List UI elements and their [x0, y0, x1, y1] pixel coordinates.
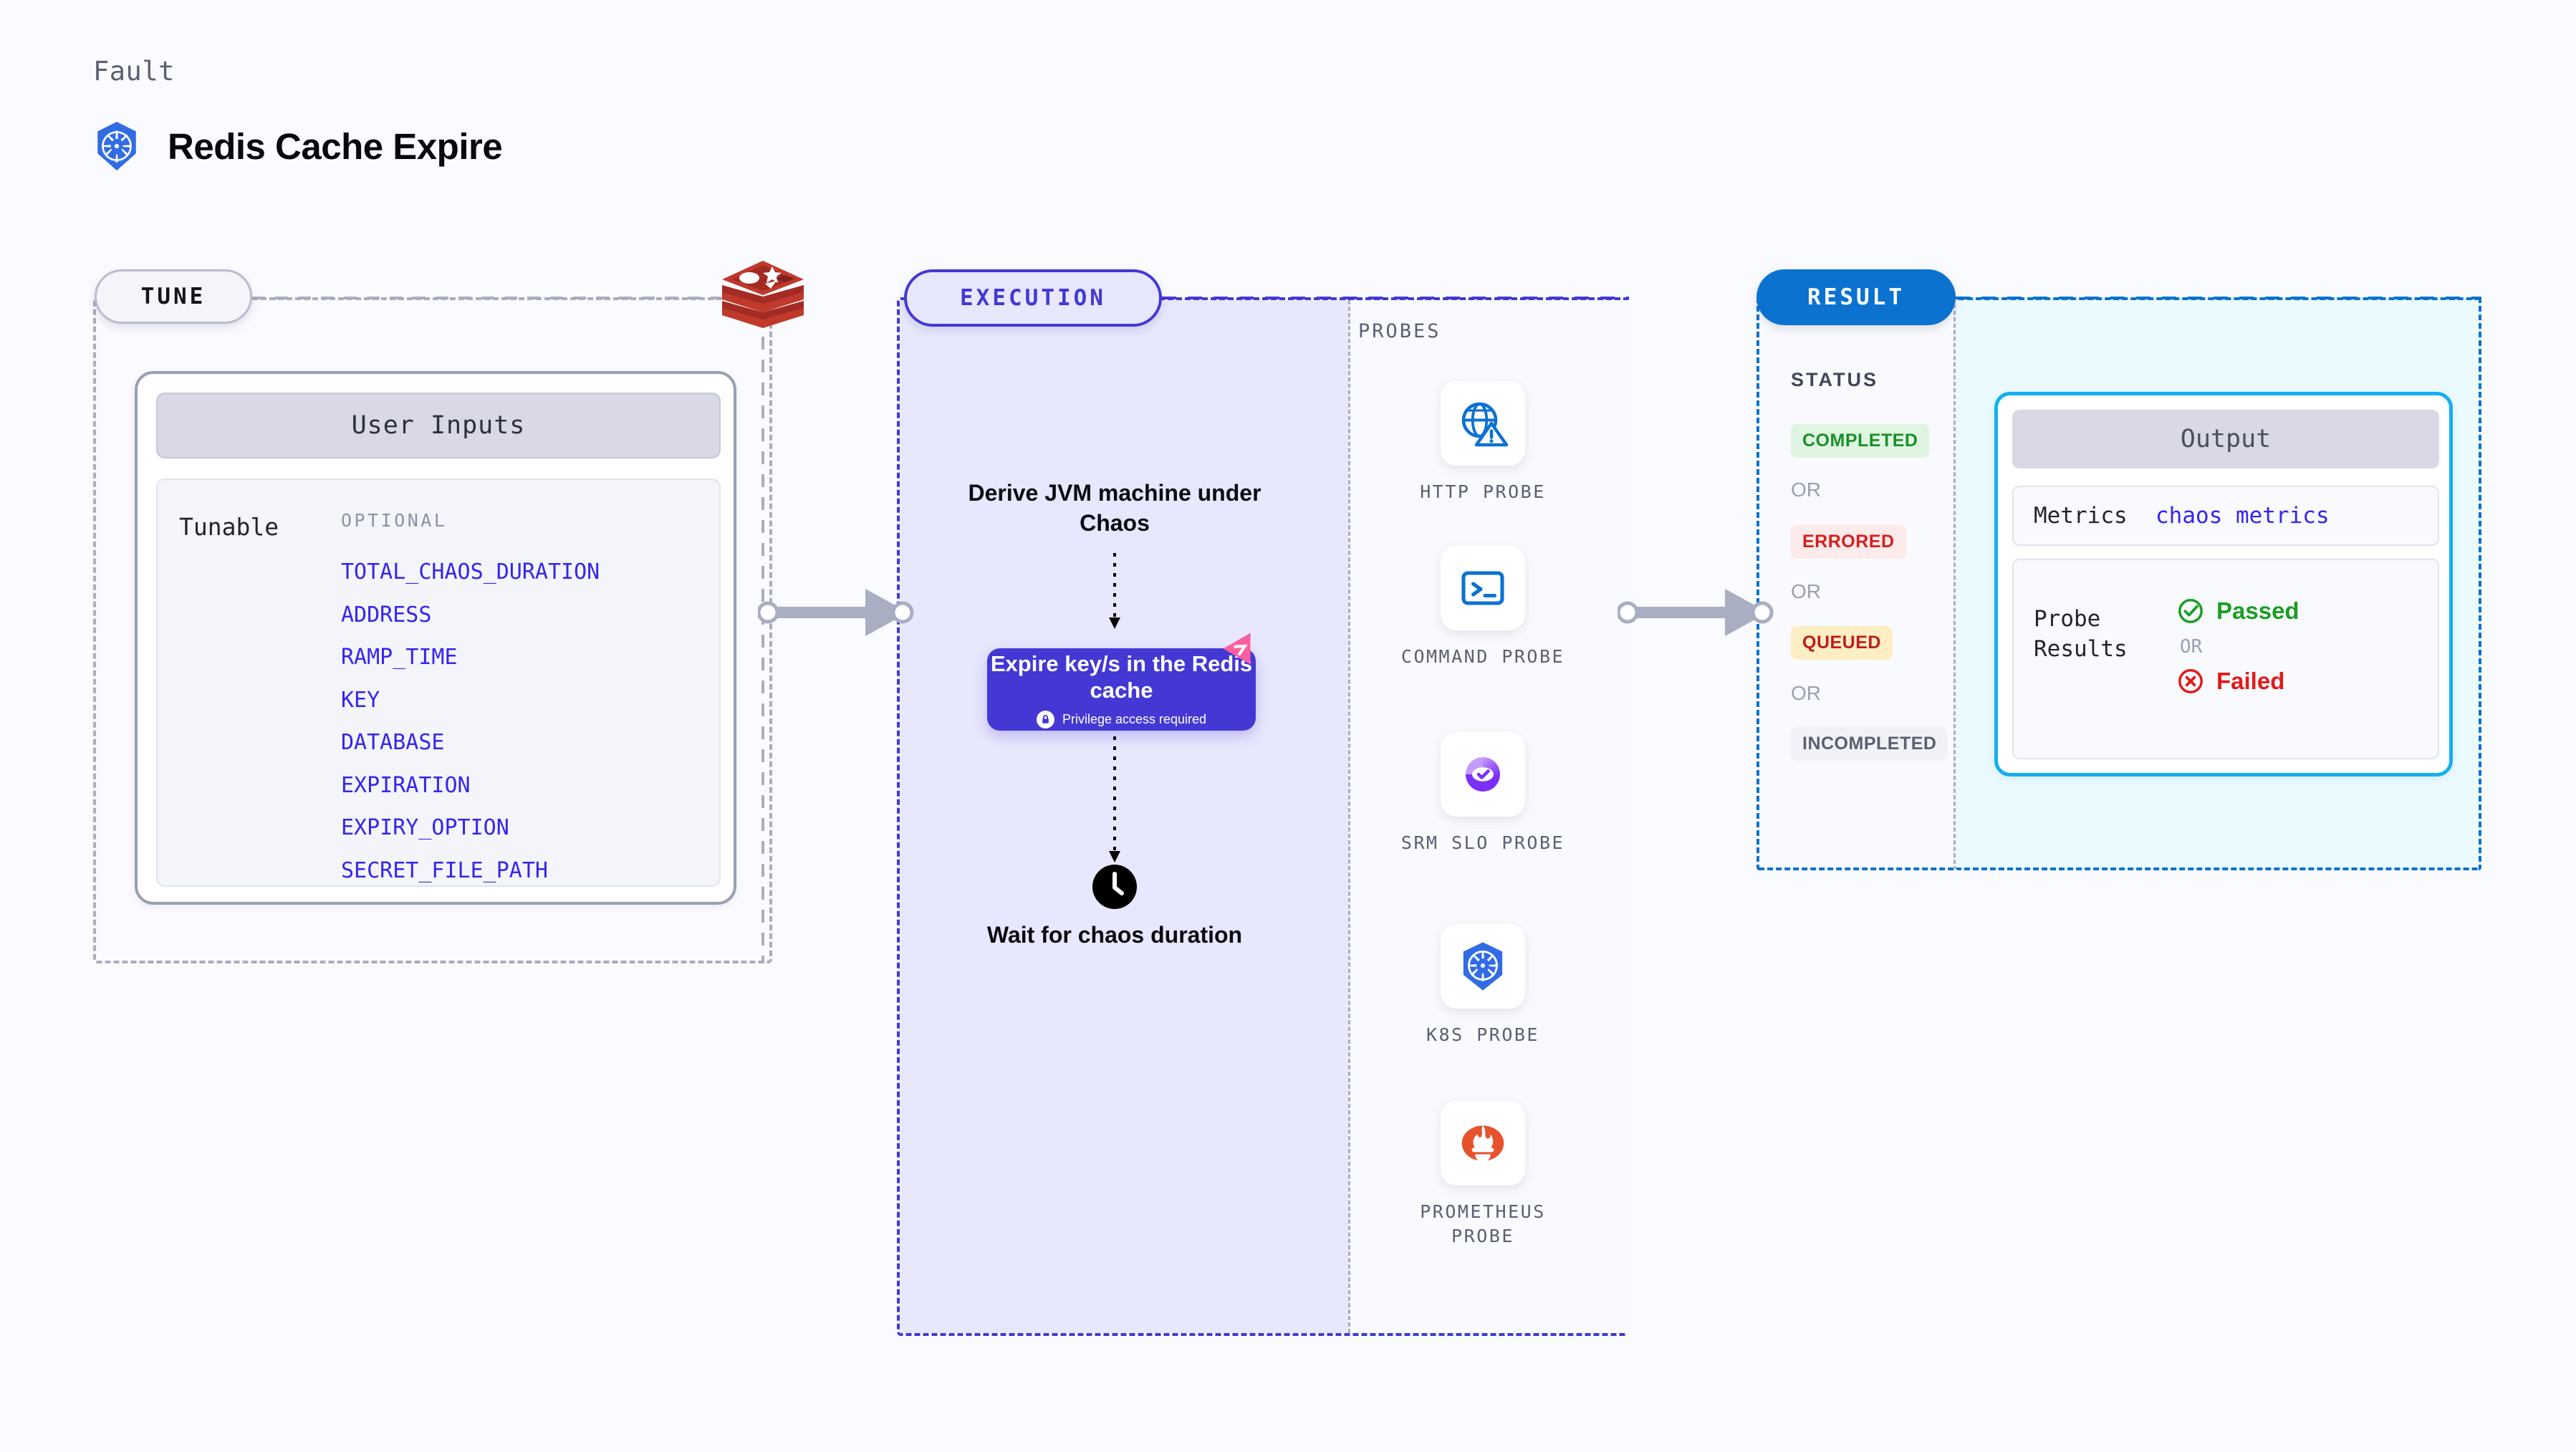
result-tag[interactable]: RESULT [1756, 269, 1956, 325]
status-label: STATUS [1791, 369, 1878, 390]
tunables-body: Tunable OPTIONAL TOTAL_CHAOS_DURATION AD… [156, 479, 721, 887]
x-circle-icon [2178, 669, 2203, 693]
clock-icon [1092, 865, 1137, 909]
tunable-item[interactable]: SECRET_FILE_PATH [341, 857, 548, 883]
probe-results-row: Probe Results Passed OR Failed [2012, 559, 2439, 759]
slo-gauge-check-icon [1466, 757, 1500, 792]
probe-k8s[interactable]: K8S PROBE [1383, 924, 1583, 1047]
execution-probes-region [897, 297, 1629, 1336]
status-badge-incompleted: INCOMPLETED [1791, 727, 1948, 761]
probe-tile [1441, 1101, 1525, 1186]
passed-label: Passed [2216, 597, 2299, 624]
result-status-column [1756, 297, 1956, 870]
execution-tag-dashed-line [1162, 297, 1629, 299]
tunable-item[interactable]: ADDRESS [341, 602, 432, 628]
status-badge-completed: COMPLETED [1791, 424, 1930, 458]
optional-label: OPTIONAL [341, 510, 448, 531]
metrics-key: Metrics [2034, 503, 2128, 529]
probe-result-passed: Passed [2177, 597, 2299, 625]
metrics-row: Metrics chaos metrics [2012, 486, 2439, 546]
status-or-1: OR [1791, 479, 1821, 501]
execution-action-card[interactable]: Expire key/s in the Redis cache Privileg… [987, 648, 1256, 731]
probe-http[interactable]: HTTP PROBE [1383, 381, 1583, 504]
probe-tile [1441, 924, 1525, 1009]
status-badge-queued: QUEUED [1791, 626, 1893, 660]
status-or-3: OR [1791, 682, 1821, 704]
source-vertical-dashed-line [761, 337, 764, 963]
probe-label: PROMETHEUS PROBE [1420, 1201, 1546, 1246]
execution-tag[interactable]: EXECUTION [904, 269, 1162, 327]
privilege-row: Privilege access required [1036, 711, 1207, 729]
execution-step-1: Derive JVM machine under Chaos [968, 480, 1261, 536]
tunable-item[interactable]: TOTAL_CHAOS_DURATION [341, 559, 600, 585]
output-card: Output Metrics chaos metrics Probe Resul… [1994, 392, 2453, 777]
tunable-item[interactable]: RAMP_TIME [341, 645, 458, 670]
lock-icon [1036, 711, 1054, 729]
probe-label: SRM SLO PROBE [1400, 832, 1565, 853]
flow-arrow-2 [1109, 736, 1120, 862]
tunables-list: OPTIONAL TOTAL_CHAOS_DURATION ADDRESS RA… [341, 510, 600, 902]
user-inputs-title: User Inputs [156, 393, 721, 458]
connector-tune-to-execution [758, 589, 914, 636]
prometheus-flame-icon [1461, 1125, 1504, 1163]
failed-label: Failed [2216, 668, 2285, 694]
tune-region [93, 297, 772, 963]
status-or-2: OR [1791, 580, 1821, 602]
flow-arrow-1 [1109, 553, 1120, 629]
page-title: Redis Cache Expire [168, 125, 503, 167]
globe-warning-icon [1461, 402, 1509, 447]
metrics-value[interactable]: chaos metrics [2156, 503, 2330, 529]
tunable-item[interactable]: EXPIRY_OPTION [341, 815, 509, 840]
probe-tile [1441, 732, 1525, 817]
page-title-row: Redis Cache Expire [93, 120, 503, 172]
tune-tag[interactable]: TUNE [95, 269, 252, 324]
probe-result-or: OR [2180, 636, 2203, 658]
probe-tile [1441, 546, 1525, 630]
page-eyebrow: Fault [93, 56, 175, 87]
probe-command[interactable]: COMMAND PROBE [1383, 546, 1583, 669]
probe-results-key: Probe Results [2034, 606, 2128, 662]
probes-label: PROBES [1358, 320, 1441, 342]
execution-panel [900, 300, 1348, 1333]
probe-label: HTTP PROBE [1420, 481, 1546, 502]
redis-logo-icon [722, 261, 804, 328]
status-badge-errored: ERRORED [1791, 525, 1906, 559]
user-inputs-card: User Inputs Tunable OPTIONAL TOTAL_CHAOS… [135, 371, 736, 905]
pink-arrow-badge-icon [1223, 633, 1251, 665]
probe-label: K8S PROBE [1426, 1024, 1539, 1045]
probe-tile [1441, 381, 1525, 466]
tune-to-source-dashed-line [252, 297, 721, 299]
execution-step-2: Wait for chaos duration [986, 922, 1243, 948]
privilege-text: Privilege access required [1062, 712, 1207, 727]
output-title: Output [2012, 410, 2439, 468]
probe-results-values: Passed OR Failed [2177, 597, 2299, 695]
result-tag-dashed-line [1956, 297, 2481, 299]
kubernetes-icon [97, 122, 136, 170]
action-card-title: Expire key/s in the Redis cache [990, 650, 1253, 703]
check-circle-icon [2178, 599, 2203, 623]
terminal-icon [1461, 571, 1504, 605]
tunable-label: Tunable [179, 513, 279, 541]
tunable-item[interactable]: EXPIRATION [341, 772, 471, 798]
probe-result-failed: Failed [2177, 668, 2299, 695]
probe-prometheus[interactable]: PROMETHEUS PROBE [1383, 1101, 1583, 1249]
probe-srm-slo[interactable]: SRM SLO PROBE [1383, 732, 1583, 855]
connector-execution-to-result [1618, 589, 1774, 636]
tunable-item[interactable]: DATABASE [341, 730, 445, 755]
kubernetes-icon [1463, 942, 1503, 991]
tunable-item[interactable]: KEY [341, 687, 380, 713]
probe-label: COMMAND PROBE [1400, 646, 1565, 667]
